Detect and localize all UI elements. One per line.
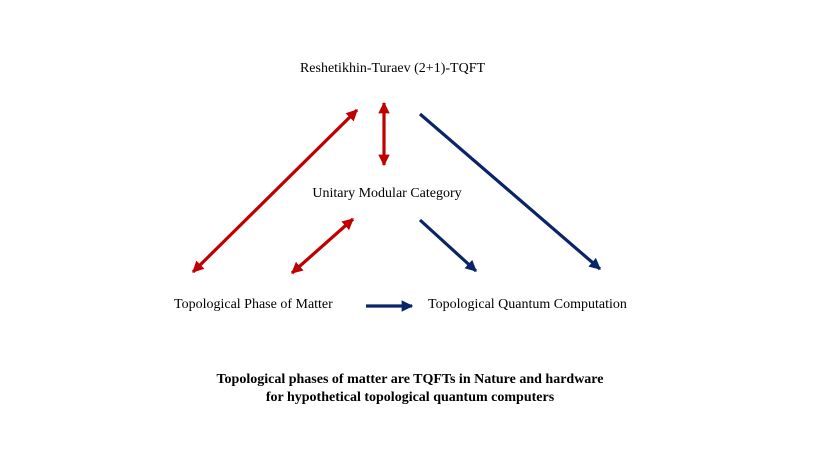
arrow-phase-tqft bbox=[191, 108, 359, 274]
arrow-tqft-tqc bbox=[418, 112, 602, 271]
arrow-phase-umc bbox=[290, 217, 355, 275]
arrow-umc-tqc bbox=[418, 218, 478, 273]
node-rt-tqft: Reshetikhin-Turaev (2+1)-TQFT bbox=[299, 61, 486, 76]
node-topological-phase-of-matter: Topological Phase of Matter bbox=[174, 297, 333, 312]
node-unitary-modular-category: Unitary Modular Category bbox=[312, 186, 462, 201]
caption-line-1: Topological phases of matter are TQFTs i… bbox=[216, 372, 604, 387]
caption-line-2: for hypothetical topological quantum com… bbox=[265, 390, 555, 405]
node-topological-quantum-computation: Topological Quantum Computation bbox=[428, 297, 627, 312]
